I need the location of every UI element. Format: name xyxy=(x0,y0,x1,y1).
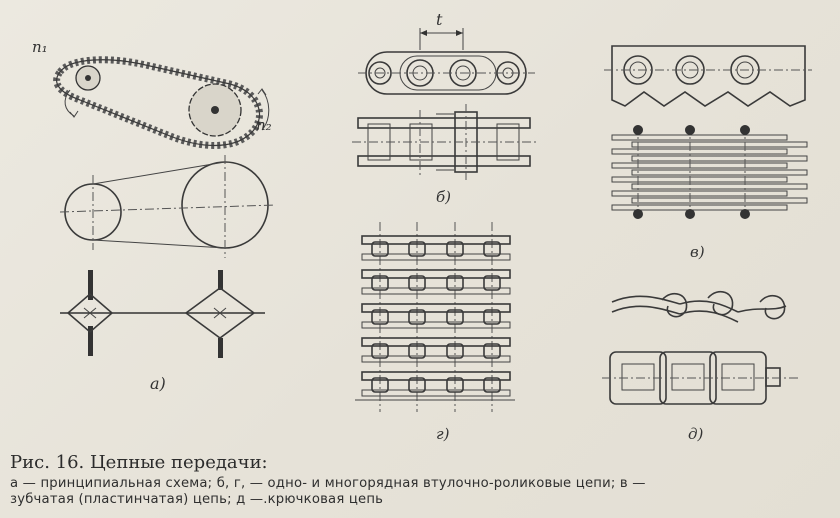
roller-chain-side-view xyxy=(358,28,535,95)
pin-head xyxy=(685,125,695,135)
tooth-plate xyxy=(611,162,788,169)
roller xyxy=(483,309,501,325)
tooth-plate xyxy=(631,155,808,162)
link-plate xyxy=(361,303,511,313)
label-b: б) xyxy=(436,188,452,206)
tooth-plate xyxy=(611,204,788,211)
link-plate xyxy=(361,321,511,329)
link-plate xyxy=(361,269,511,279)
roller xyxy=(408,309,426,325)
tooth-plate xyxy=(611,190,788,197)
roller xyxy=(371,343,389,359)
link-plate xyxy=(361,287,511,295)
roller xyxy=(446,343,464,359)
roller xyxy=(408,343,426,359)
link-plate xyxy=(361,337,511,347)
tooth-plate xyxy=(611,176,788,183)
hook-chain-top-view xyxy=(602,351,800,405)
toothed-chain-side-view xyxy=(604,45,812,107)
tooth-plate xyxy=(631,197,808,204)
roller xyxy=(446,241,464,257)
roller xyxy=(371,275,389,291)
roller xyxy=(446,275,464,291)
roller xyxy=(483,275,501,291)
tooth-plate xyxy=(631,169,808,176)
pin-head xyxy=(633,125,643,135)
link-plate xyxy=(361,253,511,261)
roller xyxy=(483,241,501,257)
roller xyxy=(371,377,389,393)
chain-loop-drawing xyxy=(53,56,270,149)
belt-scheme-drawing xyxy=(59,155,276,258)
label-d: д) xyxy=(688,425,704,443)
n1-label: n₁ xyxy=(32,38,48,56)
pin-head xyxy=(740,209,750,219)
hook-chain-side-view xyxy=(611,290,787,323)
roller-chain-top-view xyxy=(352,104,536,180)
label-v: в) xyxy=(690,243,705,261)
caption-line: зубчатая (пластинчатая) цепь; д —.крючко… xyxy=(10,492,384,507)
pin-head xyxy=(633,209,643,219)
figure-caption-body: а — принципиальная схема; б, г, — одно- … xyxy=(10,476,835,508)
link-plate xyxy=(361,235,511,245)
roller xyxy=(446,309,464,325)
link-plate xyxy=(361,371,511,381)
roller xyxy=(483,343,501,359)
roller xyxy=(446,377,464,393)
link-plate xyxy=(361,355,511,363)
link-plate xyxy=(361,389,511,397)
roller xyxy=(408,377,426,393)
tooth-plate xyxy=(611,134,788,141)
tooth-plate xyxy=(631,183,808,190)
tooth-plate xyxy=(631,141,808,148)
pitch-t-label: t xyxy=(436,10,443,29)
roller xyxy=(483,377,501,393)
roller xyxy=(408,241,426,257)
tooth-plate xyxy=(611,148,788,155)
chain-drives-figure xyxy=(53,28,812,412)
toothed-chain-top-view xyxy=(611,125,808,222)
roller xyxy=(408,275,426,291)
caption-line: а — принципиальная схема; б, г, — одно- … xyxy=(10,476,646,491)
pin-head xyxy=(685,209,695,219)
figure-caption-title: Рис. 16. Цепные передачи: xyxy=(10,452,268,473)
multi-row-chain-drawing xyxy=(355,222,515,412)
n2-label: n₂ xyxy=(256,116,272,134)
label-g: г) xyxy=(436,425,450,443)
pin-head xyxy=(740,125,750,135)
label-a: а) xyxy=(150,374,166,393)
sprocket-symbol-drawing xyxy=(60,270,265,358)
roller xyxy=(371,241,389,257)
roller xyxy=(371,309,389,325)
